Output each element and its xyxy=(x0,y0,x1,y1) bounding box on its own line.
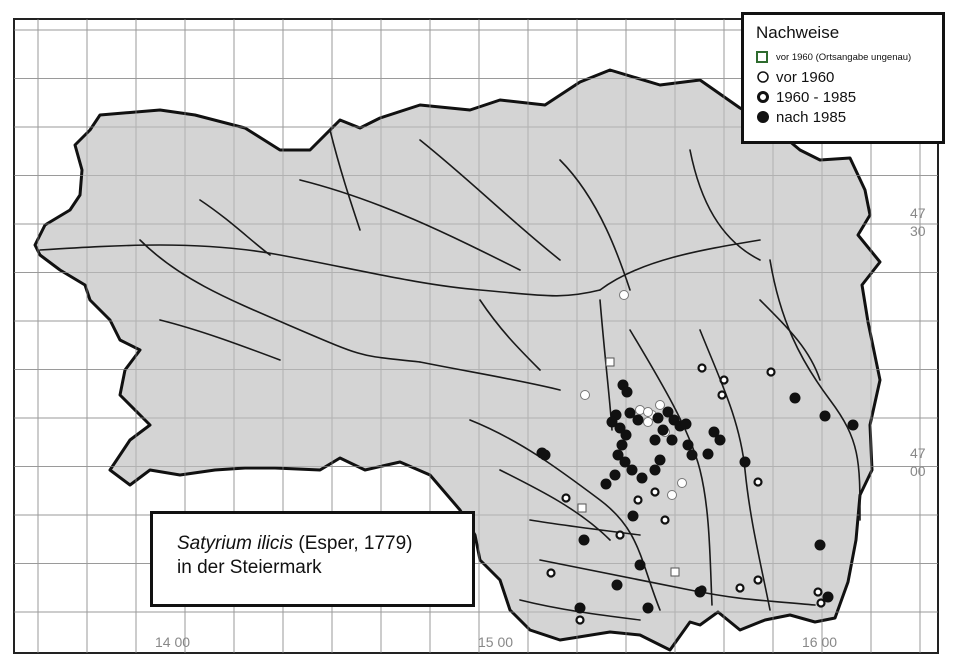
record-filled-circle-marker xyxy=(634,559,646,571)
record-filled-circle-marker xyxy=(789,392,801,404)
legend-label: 1960 - 1985 xyxy=(776,88,857,106)
record-thick-circle-marker xyxy=(717,390,727,400)
record-open-circle-marker xyxy=(655,400,665,410)
record-filled-circle-marker xyxy=(611,579,623,591)
record-filled-circle-marker xyxy=(612,449,624,461)
record-filled-circle-marker xyxy=(600,478,612,490)
record-filled-circle-marker xyxy=(632,414,644,426)
record-filled-circle-marker xyxy=(680,418,692,430)
record-filled-circle-marker xyxy=(626,464,638,476)
record-open-circle-marker xyxy=(643,407,653,417)
legend-label: nach 1985 xyxy=(776,108,847,126)
record-filled-circle-marker xyxy=(609,469,621,481)
record-filled-circle-marker xyxy=(666,434,678,446)
record-filled-circle-marker xyxy=(574,602,586,614)
record-filled-circle-marker xyxy=(694,586,706,598)
record-thick-circle-marker xyxy=(615,530,625,540)
record-open-circle-marker xyxy=(643,417,653,427)
record-thick-circle-marker xyxy=(633,495,643,505)
record-filled-circle-marker xyxy=(654,454,666,466)
record-filled-circle-marker xyxy=(536,447,548,459)
lon-label-14-00: 14 00 xyxy=(155,634,191,650)
legend-item-filled-circle: nach 1985 xyxy=(756,107,942,127)
record-thick-circle-marker xyxy=(753,477,763,487)
lon-label-15-00: 15 00 xyxy=(478,634,514,650)
record-filled-circle-marker xyxy=(739,456,751,468)
lon-label-16-00: 16 00 xyxy=(802,634,838,650)
species-name: Satyrium ilicis xyxy=(177,533,294,554)
styria-outline xyxy=(33,68,882,652)
record-filled-circle-marker xyxy=(649,434,661,446)
record-filled-circle-marker xyxy=(624,407,636,419)
record-thick-circle-marker xyxy=(546,568,556,578)
lat-label-47-00-min: 00 xyxy=(910,463,926,479)
record-thick-circle-marker xyxy=(575,615,585,625)
map-title-box: Satyrium ilicis (Esper, 1779) in der Ste… xyxy=(150,511,475,607)
record-filled-circle-marker xyxy=(714,434,726,446)
record-thick-circle-marker xyxy=(719,375,729,385)
species-author: (Esper, 1779) xyxy=(298,533,413,554)
record-filled-circle-marker xyxy=(652,412,664,424)
record-thick-circle-marker xyxy=(650,487,660,497)
record-filled-circle-marker xyxy=(649,464,661,476)
legend-item-square: vor 1960 (Ortsangabe ungenau) xyxy=(756,47,942,67)
record-filled-circle-marker xyxy=(686,449,698,461)
record-thick-circle-marker xyxy=(735,583,745,593)
record-open-circle-marker xyxy=(667,490,677,500)
record-thick-circle-marker xyxy=(816,598,826,608)
record-filled-circle-marker xyxy=(702,448,714,460)
open-circle-icon xyxy=(756,70,776,84)
record-thick-circle-marker xyxy=(697,363,707,373)
record-filled-circle-marker xyxy=(642,602,654,614)
record-filled-circle-marker xyxy=(847,419,859,431)
record-open-circle-marker xyxy=(619,290,629,300)
record-filled-circle-marker xyxy=(578,534,590,546)
record-thick-circle-marker xyxy=(766,367,776,377)
record-square-marker xyxy=(670,567,680,577)
record-filled-circle-marker xyxy=(682,439,694,451)
record-open-circle-marker xyxy=(677,478,687,488)
record-thick-circle-marker xyxy=(561,493,571,503)
record-filled-circle-marker xyxy=(621,386,633,398)
record-filled-circle-marker xyxy=(616,439,628,451)
record-open-circle-marker xyxy=(580,390,590,400)
map-title-line1: Satyrium ilicis (Esper, 1779) xyxy=(177,532,472,556)
record-filled-circle-marker xyxy=(822,591,834,603)
record-filled-circle-marker xyxy=(627,510,639,522)
legend-item-thick-circle: 1960 - 1985 xyxy=(756,87,942,107)
legend-item-open-circle: vor 1960 xyxy=(756,67,942,87)
open-square-icon xyxy=(756,51,776,63)
legend-title: Nachweise xyxy=(756,23,840,42)
record-filled-circle-marker xyxy=(657,424,669,436)
record-filled-circle-marker xyxy=(814,539,826,551)
legend: Nachweise vor 1960 (Ortsangabe ungenau) … xyxy=(741,12,945,144)
record-filled-circle-marker xyxy=(636,472,648,484)
record-thick-circle-marker xyxy=(660,515,670,525)
river-network xyxy=(39,129,861,621)
record-filled-circle-marker xyxy=(708,426,720,438)
thick-circle-icon xyxy=(756,90,776,104)
record-markers xyxy=(536,290,859,625)
map-title-region: in der Steiermark xyxy=(177,557,322,578)
record-square-marker xyxy=(577,503,587,513)
record-filled-circle-marker xyxy=(620,429,632,441)
record-filled-circle-marker xyxy=(819,410,831,422)
lat-label-47-30-min: 30 xyxy=(910,223,926,239)
lat-label-47-00-deg: 47 xyxy=(910,445,926,461)
legend-label: vor 1960 xyxy=(776,68,835,86)
map-frame xyxy=(13,18,939,654)
record-filled-circle-marker xyxy=(662,406,674,418)
filled-circle-icon xyxy=(756,110,776,124)
record-square-marker xyxy=(605,357,615,367)
coordinate-grid-overlay xyxy=(14,19,938,653)
legend-label: vor 1960 (Ortsangabe ungenau) xyxy=(776,51,912,63)
record-filled-circle-marker xyxy=(606,416,618,428)
lat-label-47-30-deg: 47 xyxy=(910,205,926,221)
record-thick-circle-marker xyxy=(813,587,823,597)
record-thick-circle-marker xyxy=(753,575,763,585)
record-filled-circle-marker xyxy=(619,456,631,468)
